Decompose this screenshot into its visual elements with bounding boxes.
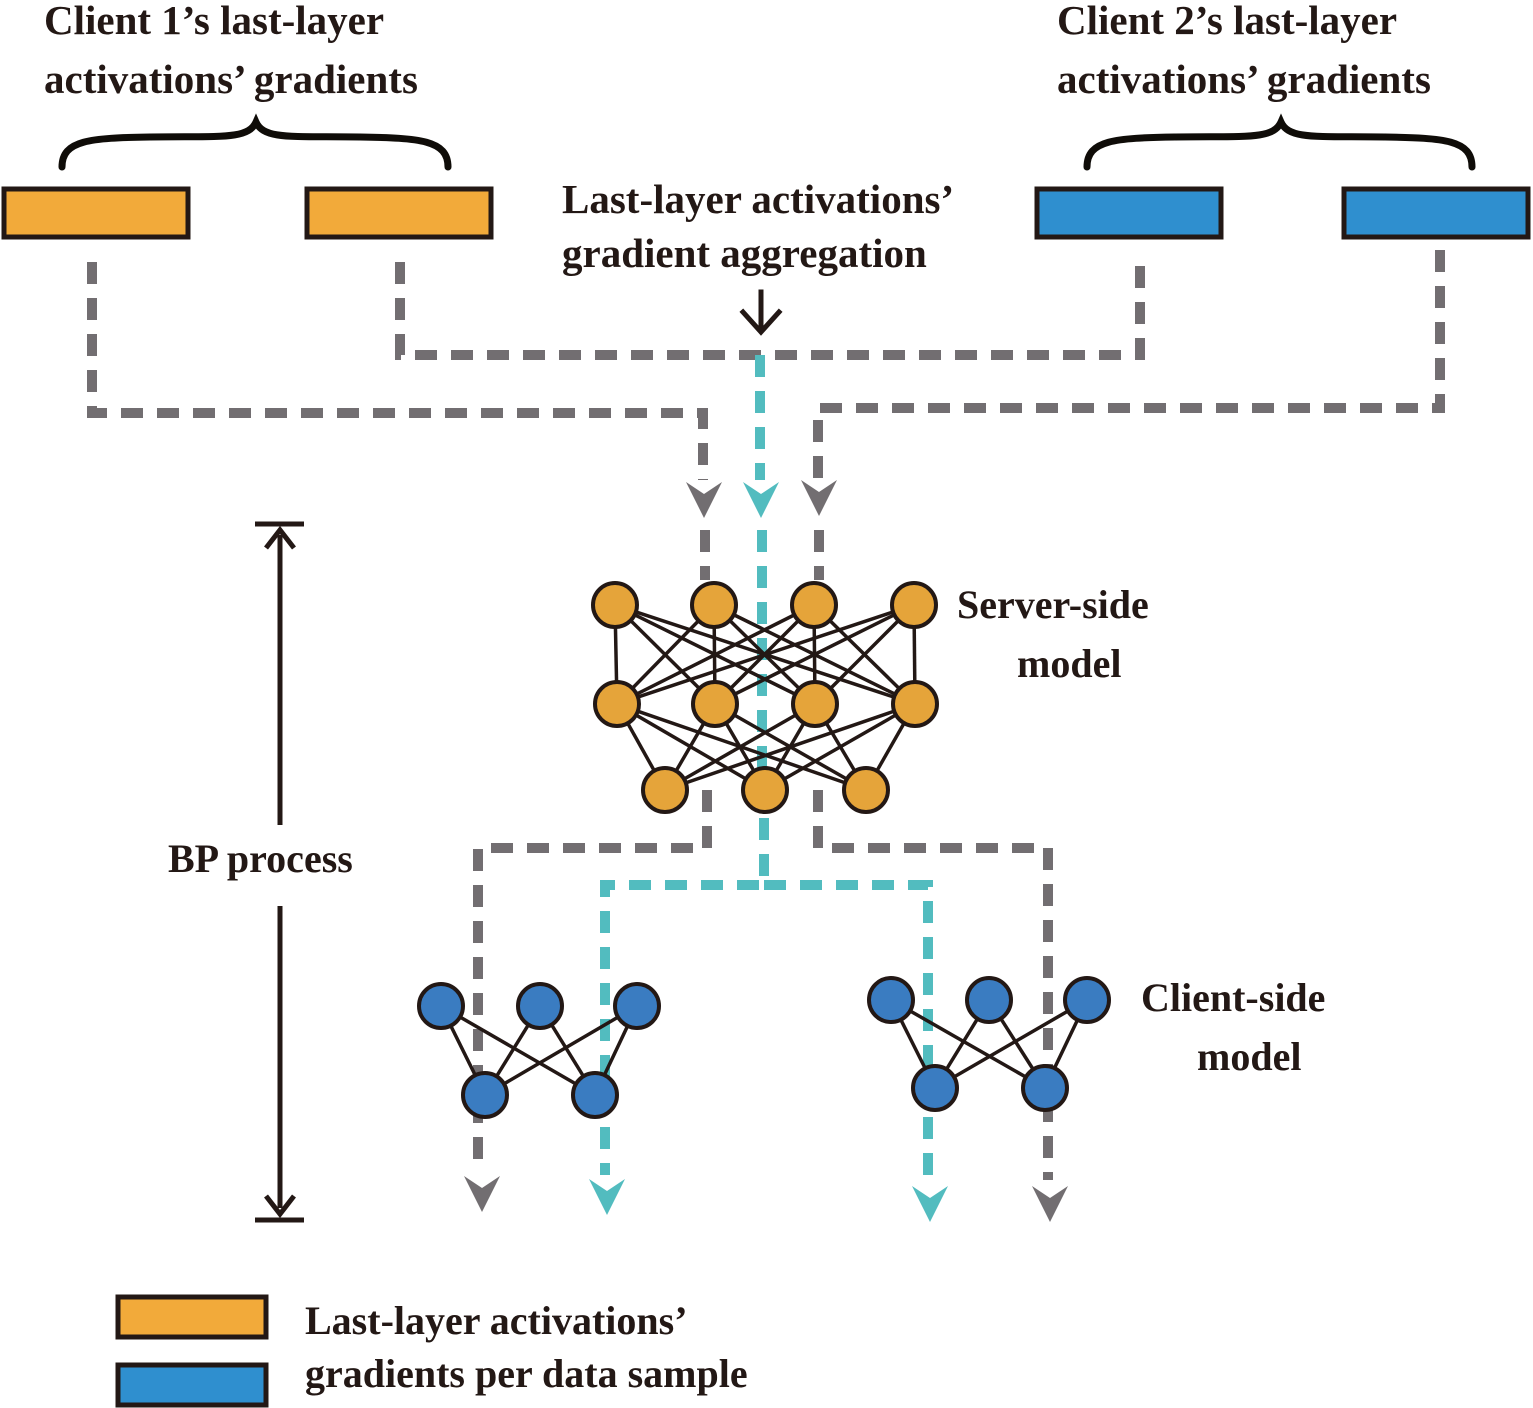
client2-label-line1: Client 2’s last-layer xyxy=(1057,0,1397,43)
client-1-gradient-block-2 xyxy=(304,186,494,240)
arrow-aggregated-icon xyxy=(743,482,779,518)
legend-line2: gradients per data sample xyxy=(305,1351,748,1396)
flow-teal-to-client2 xyxy=(764,880,933,1182)
bp-down-arrow-icon xyxy=(264,1194,296,1219)
server-node-l1-n4 xyxy=(890,581,938,629)
server-edge xyxy=(616,603,815,706)
client-2-side-model xyxy=(867,976,1111,1112)
client1-brace-icon xyxy=(58,113,452,171)
arrow-client1-teal-icon xyxy=(589,1179,625,1215)
server-node-l3-n2 xyxy=(741,766,789,814)
flow-aggregation-line xyxy=(395,262,1145,360)
flow-teal-to-client1 xyxy=(600,818,769,1175)
client-2-edge xyxy=(890,998,1046,1090)
server-label-line1: Server-side xyxy=(957,582,1149,627)
client-model-label-line1: Client-side xyxy=(1141,975,1325,1020)
client1-label-line2: activations’ gradients xyxy=(44,56,418,102)
client-1-edge xyxy=(440,1004,596,1097)
server-edge xyxy=(764,702,916,792)
server-edge xyxy=(714,603,915,706)
arrow-client2-sample2-icon xyxy=(801,480,837,516)
client-1-side-model xyxy=(417,982,661,1119)
client-model-label-line2: model xyxy=(1197,1034,1301,1079)
flow-gray-to-client1 xyxy=(473,790,712,1170)
server-node-l3-n3 xyxy=(842,766,890,814)
client-2-gradient-block-2 xyxy=(1341,186,1531,240)
legend-line1: Last-layer activations’ xyxy=(305,1298,688,1343)
arrow-client1-gray-icon xyxy=(464,1176,500,1212)
server-edge xyxy=(664,702,916,792)
flow-gray-to-client2 xyxy=(813,790,1053,1180)
server-side-model xyxy=(591,581,939,814)
server-node-l2-n2 xyxy=(691,680,739,728)
client-2-gradient-block-1 xyxy=(1034,186,1224,240)
server-node-l1-n3 xyxy=(790,581,838,629)
client-1-node-l1-n3 xyxy=(613,982,661,1030)
arrow-client2-gray-icon xyxy=(1032,1186,1068,1222)
arrow-client2-teal-icon xyxy=(912,1186,948,1222)
client-1-gradient-block-1 xyxy=(1,186,191,240)
client-1-node-l1-n2 xyxy=(516,982,564,1030)
server-node-l1-n2 xyxy=(690,581,738,629)
client-1-edge xyxy=(484,1004,638,1097)
arrow-client1-sample1-icon xyxy=(686,482,722,518)
bp-process-label: BP process xyxy=(168,836,353,881)
client-2-node-l2-n1 xyxy=(911,1064,959,1112)
server-node-l2-n3 xyxy=(791,680,839,728)
server-node-l2-n4 xyxy=(891,680,939,728)
aggregation-label-line1: Last-layer activations’ xyxy=(562,176,954,222)
server-edge xyxy=(664,702,816,792)
client-2-node-l1-n1 xyxy=(867,976,915,1024)
server-edge xyxy=(616,603,915,706)
server-label-line2: model xyxy=(1017,641,1121,686)
bp-process-span xyxy=(255,521,304,1223)
legend-swatch-orange xyxy=(115,1294,269,1340)
server-node-l3-n1 xyxy=(641,766,689,814)
client-1-node-l1-n1 xyxy=(417,982,465,1030)
client-2-node-l1-n2 xyxy=(965,976,1013,1024)
client2-label-line2: activations’ gradients xyxy=(1057,56,1431,102)
client-2-node-l2-n2 xyxy=(1021,1064,1069,1112)
client2-brace-icon xyxy=(1083,113,1476,171)
client-1-node-l2-n2 xyxy=(571,1071,619,1119)
flow-client1-sample1-to-server xyxy=(87,262,708,480)
flow-client2-sample2-to-server xyxy=(813,250,1445,478)
client1-label-line1: Client 1’s last-layer xyxy=(44,0,384,43)
client-2-edge xyxy=(934,998,1088,1090)
server-node-l2-n1 xyxy=(593,680,641,728)
client-1-node-l2-n1 xyxy=(461,1071,509,1119)
client-2-node-l1-n3 xyxy=(1063,976,1111,1024)
server-node-l1-n1 xyxy=(591,581,639,629)
bp-up-arrow-icon xyxy=(264,525,296,550)
aggregation-label-line2: gradient aggregation xyxy=(562,230,927,276)
legend-swatch-blue xyxy=(115,1362,269,1408)
aggregation-arrow-icon xyxy=(739,289,783,336)
